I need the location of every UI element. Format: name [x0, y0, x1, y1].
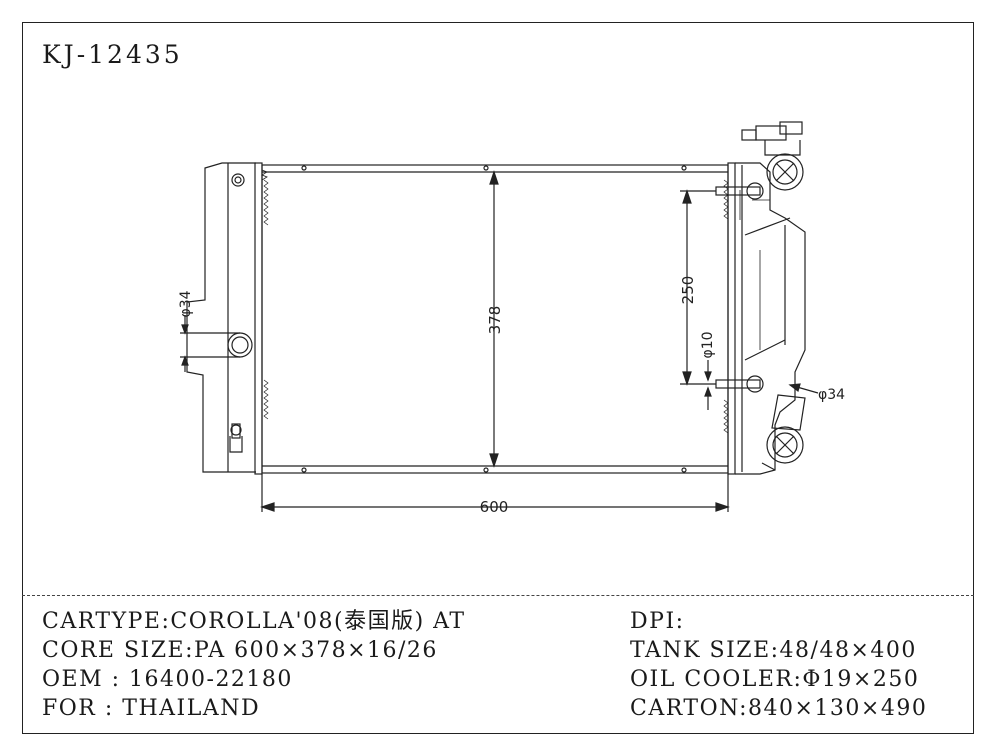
dimension-core-height [489, 170, 499, 468]
part-number: KJ-12435 [42, 40, 183, 69]
spec-core-size: CORE SIZE:PA 600×378×16/26 [42, 638, 438, 663]
drawing-frame [22, 22, 974, 734]
left-tank [186, 162, 256, 473]
radiator-cap [741, 121, 804, 191]
spec-market: FOR : THAILAND [42, 696, 261, 721]
oil-cooler-fittings [715, 182, 770, 393]
dim-label-378: 378 [486, 306, 504, 335]
dim-label-left-phi34: φ34 [178, 290, 194, 317]
spec-carton: CARTON:840×130×490 [630, 696, 928, 721]
dimension-right-port [788, 383, 819, 394]
spec-block-right: DPI: TANK SIZE:48/48×400 OIL COOLER:Φ19×… [630, 607, 927, 723]
dim-label-600: 600 [480, 498, 509, 516]
spec-oem: OEM : 16400-22180 [42, 667, 293, 692]
dimension-core-width [260, 474, 730, 512]
outlet-pipe [761, 394, 806, 471]
spec-tank-size: TANK SIZE:48/48×400 [630, 638, 917, 663]
radiator-core [261, 164, 729, 474]
spec-block-left: CARTYPE:COROLLA'08(泰国版) AT CORE SIZE:PA … [42, 607, 466, 723]
dimension-left-port [180, 315, 240, 372]
left-header [254, 162, 268, 475]
spec-divider [22, 595, 974, 596]
dimension-oil-port-diameter [704, 360, 712, 410]
dim-label-right-phi34: φ34 [818, 387, 845, 403]
dimension-oil-cooler-spacing [680, 189, 716, 386]
dim-label-phi10: φ10 [700, 331, 716, 358]
right-tank [727, 162, 806, 475]
spec-cartype: CARTYPE:COROLLA'08(泰国版) AT [42, 609, 466, 634]
dim-label-250: 250 [679, 276, 697, 305]
spec-dpi: DPI: [630, 609, 685, 634]
spec-oil-cooler: OIL COOLER:Φ19×250 [630, 667, 920, 692]
